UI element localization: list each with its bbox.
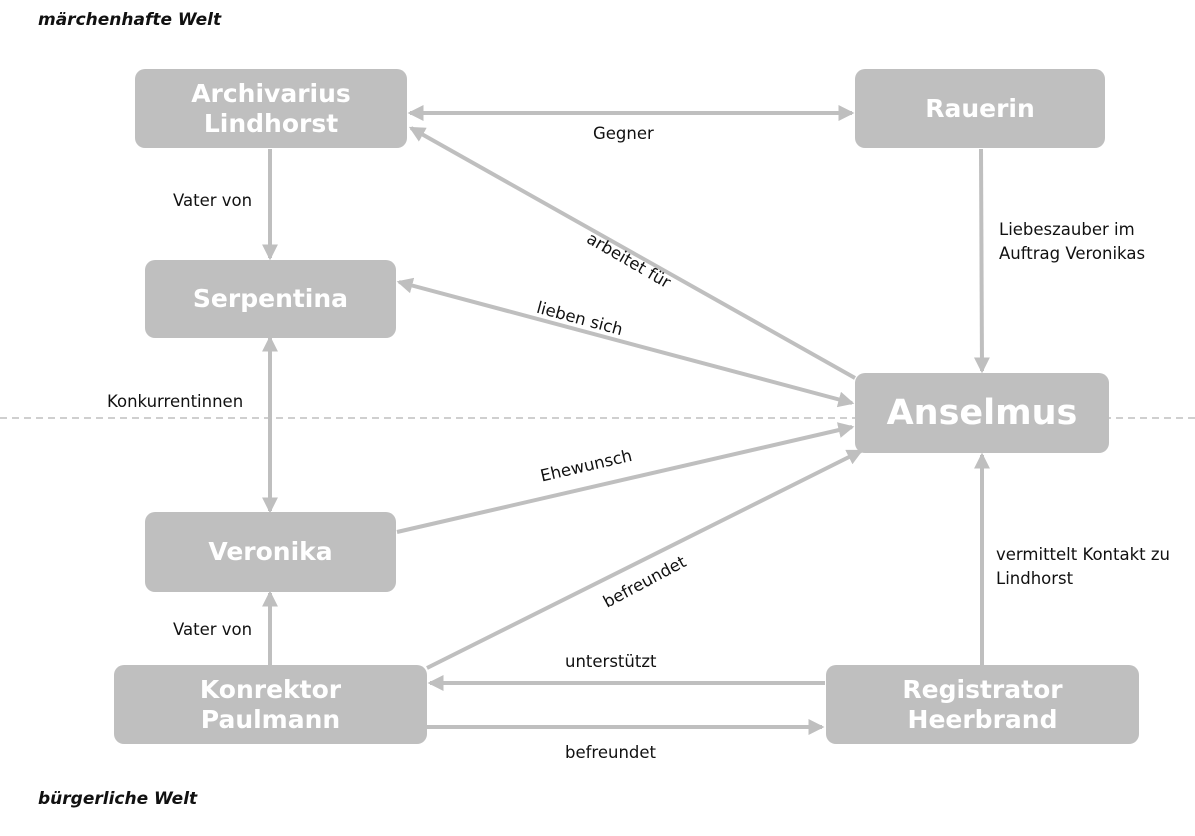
edge-label-liebeszauber: Liebeszauber im Auftrag Veronikas [999, 220, 1146, 263]
edge-label-befreundet-heerbrand: befreundet [565, 743, 657, 762]
world-label-top: märchenhafte Welt [38, 10, 222, 30]
node-serpentina: Serpentina [145, 260, 396, 338]
node-rauerin: Rauerin [855, 69, 1105, 148]
edge-label-vater-von-veronika: Vater von [173, 620, 253, 639]
arrow-veronika-anselmus [396, 422, 855, 534]
edge-label-vater-von-serpentina: Vater von [173, 191, 253, 210]
node-archivarius-lindhorst: Archivarius Lindhorst [135, 69, 407, 148]
arrow-rauerin-anselmus [973, 148, 990, 374]
node-veronika: Veronika [145, 512, 396, 592]
arrow-serpentina-anselmus [396, 277, 855, 408]
edge-label-unterstuetzt: unterstützt [565, 652, 657, 671]
world-label-bottom: bürgerliche Welt [38, 789, 198, 809]
node-konrektor-paulmann: Konrektor Paulmann [114, 665, 427, 744]
edge-label-vermittelt-kontakt: vermittelt Kontakt zu Lindhorst [996, 545, 1170, 588]
edge-label-konkurrentinnen: Konkurrentinnen [107, 392, 244, 411]
arrow-paulmann-anselmus [426, 449, 864, 670]
node-registrator-heerbrand: Registrator Heerbrand [826, 665, 1139, 744]
edge-label-gegner: Gegner [593, 124, 654, 143]
node-anselmus: Anselmus [855, 373, 1109, 453]
